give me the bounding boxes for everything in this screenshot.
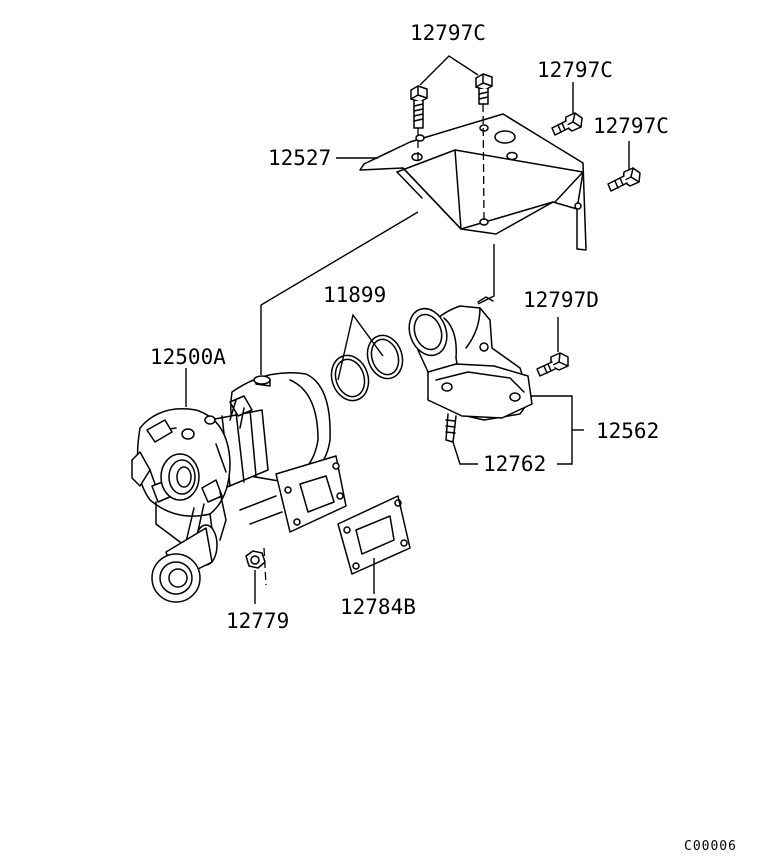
leader-line: [337, 313, 384, 381]
snap-ring-rear: [366, 334, 404, 380]
nut-12779: [245, 550, 266, 569]
label-snap-rings: 11899: [323, 283, 386, 307]
label-elbow-pipe: 12762: [483, 452, 546, 476]
connection-line: [260, 211, 419, 375]
turbocharger-12500A: [131, 372, 347, 603]
label-bolt-top: 12797C: [410, 21, 486, 45]
label-bracket: 12527: [268, 146, 331, 170]
leader-line: [373, 558, 375, 594]
label-turbocharger: 12500A: [150, 345, 226, 369]
drawing-code: C00006: [684, 839, 737, 854]
label-bolt-right-1: 12797C: [537, 58, 613, 82]
gasket-12784B: [337, 495, 411, 575]
label-elbow-assembly: 12562: [596, 419, 659, 443]
bracket-12527: [359, 113, 587, 251]
bolt-top-right: [475, 73, 493, 105]
leader-line: [419, 55, 479, 86]
label-elbow-bolt: 12797D: [523, 288, 599, 312]
alignment-line: [263, 547, 267, 586]
label-nut: 12779: [226, 609, 289, 633]
bolt-12797D: [536, 352, 569, 377]
leader-line: [452, 441, 478, 465]
label-gasket: 12784B: [340, 595, 416, 619]
snap-ring-front: [330, 354, 370, 402]
connection-line: [477, 244, 495, 305]
alignment-line: [482, 103, 485, 221]
bolt-right-upper: [551, 112, 583, 136]
bolt-right-lower: [607, 167, 641, 192]
label-bolt-right-2: 12797C: [593, 114, 669, 138]
bolt-top-left: [410, 85, 428, 129]
elbow-12562: [408, 296, 533, 443]
